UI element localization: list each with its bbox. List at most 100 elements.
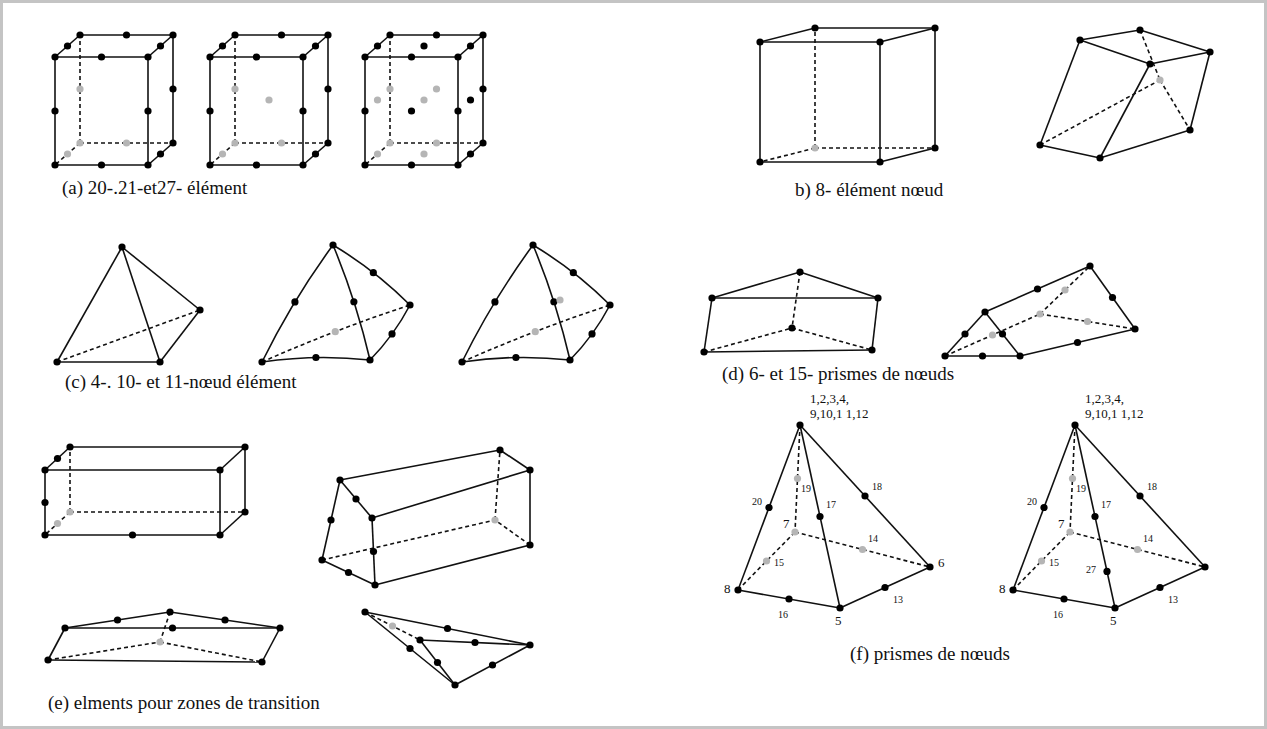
element-edge: [1040, 145, 1100, 158]
element-node-dot: [811, 144, 818, 151]
element-node-dot: [389, 622, 396, 629]
element-edge: [985, 266, 1090, 312]
element-node-dot: [1186, 126, 1193, 133]
element-edge: [1080, 30, 1140, 40]
node-number: 18: [1147, 482, 1157, 492]
element-node-dot: [1069, 475, 1076, 482]
element-node-dot: [361, 53, 368, 60]
element-node-dot: [550, 298, 557, 305]
element-edge: [1040, 40, 1080, 145]
caption: (d) 6- et 15- prismes de nœuds: [722, 364, 954, 383]
element-node-dot: [352, 495, 359, 502]
element-node-dot: [51, 107, 58, 114]
node-number: 8: [999, 582, 1006, 595]
element-node-dot: [420, 42, 427, 49]
element-node-dot: [1091, 513, 1098, 520]
element-edge: [57, 247, 122, 362]
element-edge: [69, 447, 71, 512]
element-node-dot: [796, 421, 803, 428]
element-node-dot: [788, 324, 795, 331]
element-node-dot: [471, 639, 478, 646]
element-node-dot: [76, 139, 83, 146]
element-edge: [738, 532, 795, 590]
element-edge: [45, 512, 70, 535]
element-edge: [1090, 266, 1135, 329]
element-edge: [148, 143, 173, 165]
element-node-dot: [231, 31, 238, 38]
element-edge: [934, 28, 936, 148]
element-node-dot: [489, 661, 496, 668]
element-edge: [704, 350, 872, 352]
element-edge: [219, 470, 221, 535]
node-number: 17: [826, 500, 836, 510]
element-node-dot: [454, 53, 461, 60]
element-edge: [760, 161, 880, 163]
element-edge: [48, 660, 262, 662]
element-edge: [462, 245, 533, 362]
element-edge: [322, 480, 340, 560]
caption: (a) 20-.21-et27- élément: [62, 178, 247, 197]
element-edge: [370, 305, 410, 360]
element-node-dot: [169, 139, 176, 146]
element-edge: [262, 305, 410, 362]
element-edge: [262, 628, 280, 662]
element-node-dot: [406, 301, 413, 308]
element-node-dot: [66, 443, 73, 450]
element-edge: [458, 143, 483, 165]
element-node-dot: [406, 645, 413, 652]
element-node-dot: [41, 499, 48, 506]
element-node-dot: [1109, 294, 1116, 301]
element-node-dot: [206, 161, 213, 168]
element-node-dot: [999, 330, 1006, 337]
element-node-dot: [765, 504, 772, 511]
element-edge: [160, 642, 262, 662]
node-number: 1,2,3,4,: [1085, 392, 1124, 405]
element-node-dot: [166, 608, 173, 615]
element-edge: [1040, 314, 1135, 329]
element-edge: [795, 532, 930, 567]
element-node-dot: [1071, 421, 1078, 428]
element-node-dot: [708, 294, 715, 301]
element-edge: [365, 612, 455, 685]
element-edge: [760, 148, 815, 162]
element-node-dot: [98, 161, 105, 168]
element-node-dot: [416, 636, 423, 643]
element-node-dot: [566, 356, 573, 363]
element-node-dot: [876, 158, 883, 165]
element-edge: [815, 147, 935, 149]
element-node-dot: [785, 595, 792, 602]
element-edge: [1040, 266, 1090, 314]
element-node-dot: [370, 269, 377, 276]
element-node-dot: [44, 656, 51, 663]
element-edge: [1080, 40, 1150, 64]
element-node-dot: [556, 296, 563, 303]
element-edge: [57, 310, 200, 362]
element-edge: [210, 143, 235, 165]
element-edge: [800, 425, 930, 567]
element-edge: [840, 567, 930, 608]
element-node-dot: [756, 158, 763, 165]
node-number: 15: [774, 558, 784, 568]
element-node-dot: [371, 581, 378, 588]
element-edge: [814, 28, 816, 148]
element-edge: [800, 272, 878, 298]
element-node-dot: [129, 531, 136, 538]
element-node-dot: [1040, 504, 1047, 511]
element-node-dot: [41, 466, 48, 473]
element-node-dot: [529, 241, 536, 248]
node-number: 6: [938, 556, 945, 569]
element-node-dot: [1076, 36, 1083, 43]
element-node-dot: [258, 658, 265, 665]
element-edge: [375, 545, 530, 585]
element-node-dot: [157, 150, 164, 157]
element-edge: [70, 511, 245, 513]
element-edge: [122, 247, 160, 362]
element-node-dot: [868, 346, 875, 353]
element-node-dot: [370, 548, 377, 555]
element-node-dot: [219, 42, 226, 49]
element-node-dot: [467, 96, 474, 103]
element-edge: [244, 447, 246, 512]
element-node-dot: [1156, 584, 1163, 591]
element-edge: [1013, 532, 1070, 590]
